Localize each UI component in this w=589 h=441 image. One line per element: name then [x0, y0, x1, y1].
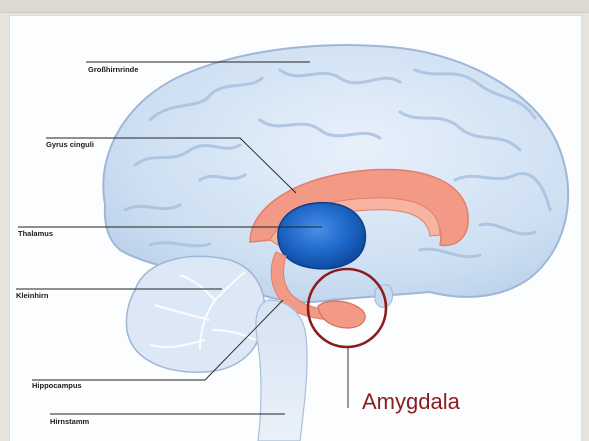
- label-cingulate: Gyrus cinguli: [46, 140, 94, 149]
- label-hippocampus: Hippocampus: [32, 381, 82, 390]
- label-thalamus: Thalamus: [18, 229, 53, 238]
- label-cerebellum: Kleinhirn: [16, 291, 49, 300]
- thalamus-shape: [278, 203, 366, 269]
- brainstem-shape: [256, 300, 307, 441]
- label-cortex: Großhirnrinde: [88, 65, 138, 74]
- amygdala-shape: [318, 301, 365, 328]
- label-amygdala: Amygdala: [362, 389, 460, 415]
- label-brainstem: Hirnstamm: [50, 417, 89, 426]
